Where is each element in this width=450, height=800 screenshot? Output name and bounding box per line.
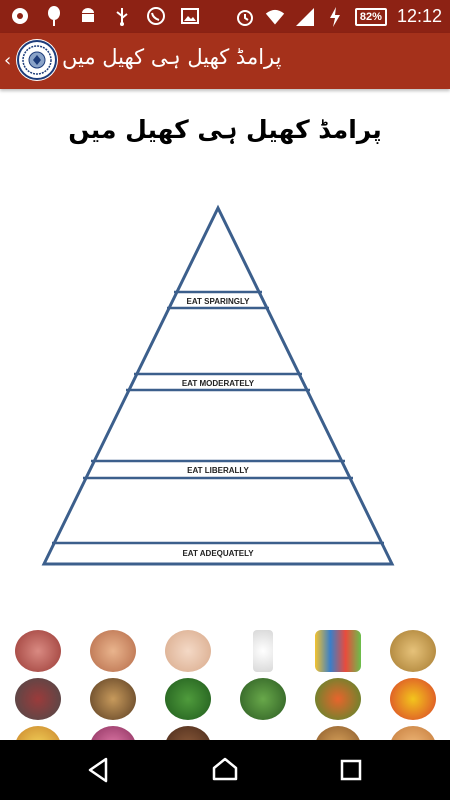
app-bar: ‹ پرامڈ کھیل ہی کھیل میں [0, 33, 450, 89]
spinach-icon[interactable] [164, 678, 211, 720]
wifi-icon [265, 7, 285, 27]
image-icon [180, 6, 200, 26]
fruits-icon[interactable] [389, 678, 436, 720]
battery-indicator: 82% [354, 7, 387, 26]
pyramid-outline [41, 204, 395, 566]
whatsapp-icon [146, 6, 166, 26]
food-row-1 [0, 630, 450, 672]
band-sparingly: EAT SPARINGLY [167, 290, 269, 310]
status-right-icons: 82% 12:12 [235, 6, 442, 27]
label-eat-adequately: EAT ADEQUATELY [182, 549, 254, 558]
nav-back-icon[interactable] [84, 755, 114, 785]
nuts-icon[interactable] [89, 678, 136, 720]
chevron-left-icon[interactable]: ‹ [4, 50, 12, 71]
meat-icon[interactable] [14, 630, 61, 672]
usb-icon [112, 6, 132, 26]
app-bar-title: پرامڈ کھیل ہی کھیل میں [62, 45, 282, 69]
food-pyramid: EAT SPARINGLY EAT MODERATELY EAT LIBERAL… [41, 204, 395, 566]
vegetables-icon[interactable] [314, 678, 361, 720]
milk-icon[interactable] [252, 630, 273, 672]
pulses-icon[interactable] [14, 678, 61, 720]
food-grid [0, 630, 450, 740]
biscuit-icon[interactable] [389, 726, 436, 740]
wheat-icon[interactable] [389, 630, 436, 672]
android-icon [78, 6, 98, 26]
signal-icon [295, 7, 315, 27]
status-bar: 82% 12:12 [0, 0, 450, 33]
page-title: پرامڈ کھیل ہی کھیل میں [68, 115, 382, 144]
navigation-bar [0, 740, 450, 800]
food-row-3 [0, 726, 450, 740]
brain-icon[interactable] [89, 630, 136, 672]
charging-icon [325, 6, 345, 27]
band-moderately: EAT MODERATELY [126, 372, 310, 392]
nav-recents-icon[interactable] [336, 755, 366, 785]
battery-level: 82% [354, 7, 387, 26]
bread-icon[interactable] [314, 726, 361, 740]
blank-food-slot [240, 726, 286, 740]
sausage-icon[interactable] [164, 726, 211, 740]
greens-icon[interactable] [239, 678, 286, 720]
nav-home-icon[interactable] [210, 755, 240, 785]
app-logo[interactable] [16, 39, 58, 81]
label-eat-moderately: EAT MODERATELY [182, 379, 255, 388]
label-eat-liberally: EAT LIBERALLY [187, 466, 249, 475]
alarm-icon [235, 7, 255, 27]
onion-icon[interactable] [89, 726, 136, 740]
clock: 12:12 [396, 6, 442, 26]
band-liberally: EAT LIBERALLY [83, 459, 353, 480]
status-left-icons [10, 6, 200, 26]
balloon-icon [44, 6, 64, 26]
band-adequately: EAT ADEQUATELY [52, 541, 384, 558]
chicken-icon[interactable] [164, 630, 211, 672]
sweets-icon[interactable] [14, 726, 61, 740]
record-icon [10, 6, 30, 26]
label-eat-sparingly: EAT SPARINGLY [187, 297, 251, 306]
oil-bottles-icon[interactable] [314, 630, 361, 672]
food-row-2 [0, 678, 450, 720]
